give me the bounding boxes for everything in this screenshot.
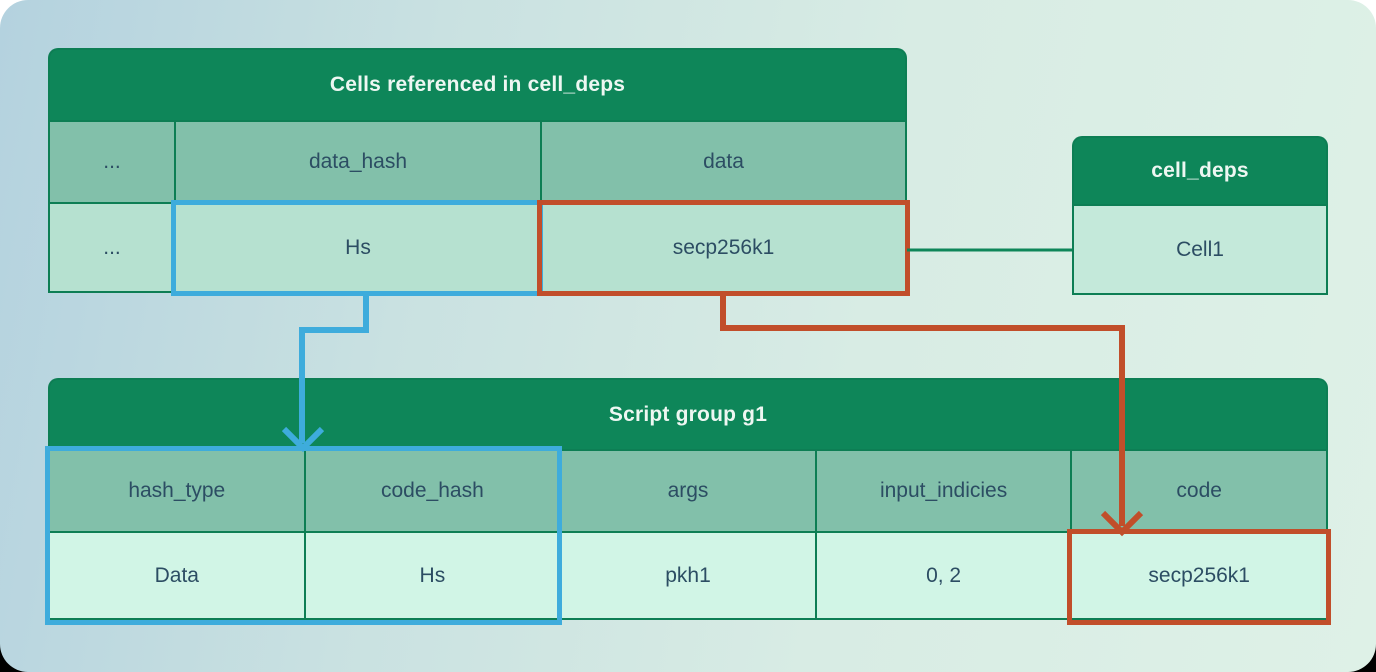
cell-data-hash-header: data_hash — [176, 122, 540, 202]
table-cell-deps: cell_deps Cell1 — [1072, 136, 1328, 295]
script-group-value-row: Data Hs pkh1 0, 2 secp256k1 — [50, 533, 1326, 618]
cells-referenced-header-row: ... data_hash data — [50, 122, 905, 202]
cell-deps-value-row: Cell1 — [1074, 206, 1326, 293]
cell-input-indicies-value: 0, 2 — [816, 533, 1071, 618]
cell-data-value: Data — [50, 533, 304, 618]
cell-pkh1-value: pkh1 — [561, 533, 815, 618]
cell-secp256k1-value: secp256k1 — [542, 204, 905, 291]
script-group-header-row: hash_type code_hash args input_indicies … — [50, 451, 1326, 531]
cell-hs-value: Hs — [176, 204, 540, 291]
cell-data-header: data — [542, 122, 905, 202]
cell-code-header: code — [1072, 451, 1326, 531]
cell-code-hash-header: code_hash — [305, 451, 560, 531]
table-cells-referenced-title: Cells referenced in cell_deps — [50, 50, 905, 120]
cells-referenced-value-row: ... Hs secp256k1 — [50, 204, 905, 291]
table-cell-deps-title: cell_deps — [1074, 138, 1326, 204]
cell-ellipsis-header: ... — [50, 122, 174, 202]
cell-secp256k1-code-value: secp256k1 — [1072, 533, 1326, 618]
cell-hs-code-hash-value: Hs — [305, 533, 560, 618]
table-script-group-g1: Script group g1 hash_type code_hash args… — [48, 378, 1328, 620]
cell-args-header: args — [561, 451, 815, 531]
table-cells-referenced-in-cell-deps: Cells referenced in cell_deps ... data_h… — [48, 48, 907, 293]
table-script-group-title: Script group g1 — [50, 380, 1326, 449]
cell-input-indicies-header: input_indicies — [816, 451, 1071, 531]
cell-ellipsis-value: ... — [50, 204, 174, 291]
cell-cell1-value: Cell1 — [1074, 206, 1326, 293]
cell-hash-type-header: hash_type — [50, 451, 304, 531]
